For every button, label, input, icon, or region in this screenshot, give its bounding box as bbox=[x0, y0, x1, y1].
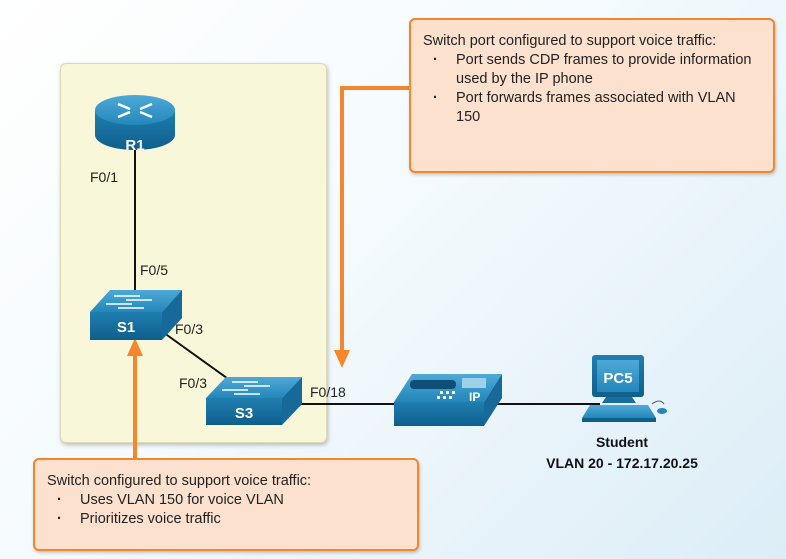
callout-top-arrow bbox=[334, 86, 409, 368]
pc5[interactable]: PC5 bbox=[582, 355, 667, 422]
callout-bottom-title: Switch configured to support voice traff… bbox=[47, 473, 312, 489]
callout-switch-voice-config: Switch configured to support voice traff… bbox=[33, 458, 419, 551]
port-label-s1-f05: F0/5 bbox=[140, 262, 168, 278]
student-name: Student bbox=[596, 434, 648, 450]
port-label-s1-f03: F0/3 bbox=[175, 321, 203, 337]
switch-s1[interactable]: S1 bbox=[90, 290, 182, 340]
mouse-icon bbox=[651, 400, 667, 414]
list-item: Prioritizes voice traffic bbox=[47, 510, 407, 529]
callout-top-list: Port sends CDP frames to provide informa… bbox=[423, 51, 763, 127]
phone-keypad-icon bbox=[437, 391, 455, 399]
phone-handset-icon bbox=[410, 378, 486, 389]
switch-s3-label: S3 bbox=[235, 405, 253, 422]
ip-phone-label: IP bbox=[469, 390, 480, 404]
pc5-label: PC5 bbox=[603, 370, 632, 387]
router-arrows-icon bbox=[117, 102, 153, 119]
port-label-s3-f03: F0/3 bbox=[179, 375, 207, 391]
switch-s1-label: S1 bbox=[117, 319, 135, 336]
port-label-r1-f01: F0/1 bbox=[90, 169, 118, 185]
student-vlan-ip: VLAN 20 - 172.17.20.25 bbox=[546, 455, 698, 471]
switch-s3[interactable]: S3 bbox=[206, 377, 302, 425]
switch-arrows-icon bbox=[222, 381, 270, 395]
router-r1[interactable]: R1 bbox=[95, 95, 175, 154]
callout-bottom-arrow bbox=[127, 338, 143, 458]
callout-bottom-list: Uses VLAN 150 for voice VLAN Prioritizes… bbox=[47, 491, 407, 529]
list-item: Uses VLAN 150 for voice VLAN bbox=[47, 491, 407, 510]
callout-top-title: Switch port configured to support voice … bbox=[423, 33, 717, 49]
callout-port-voice-config: Switch port configured to support voice … bbox=[409, 18, 775, 173]
port-label-s3-f018: F0/18 bbox=[310, 384, 346, 400]
link-s1-s3 bbox=[159, 329, 239, 387]
network-links bbox=[134, 150, 600, 405]
ip-phone[interactable]: IP bbox=[394, 374, 502, 426]
switch-arrows-icon bbox=[106, 295, 152, 309]
router-label: R1 bbox=[125, 137, 144, 154]
list-item: Port forwards frames associated with VLA… bbox=[423, 89, 763, 127]
list-item: Port sends CDP frames to provide informa… bbox=[423, 51, 763, 89]
